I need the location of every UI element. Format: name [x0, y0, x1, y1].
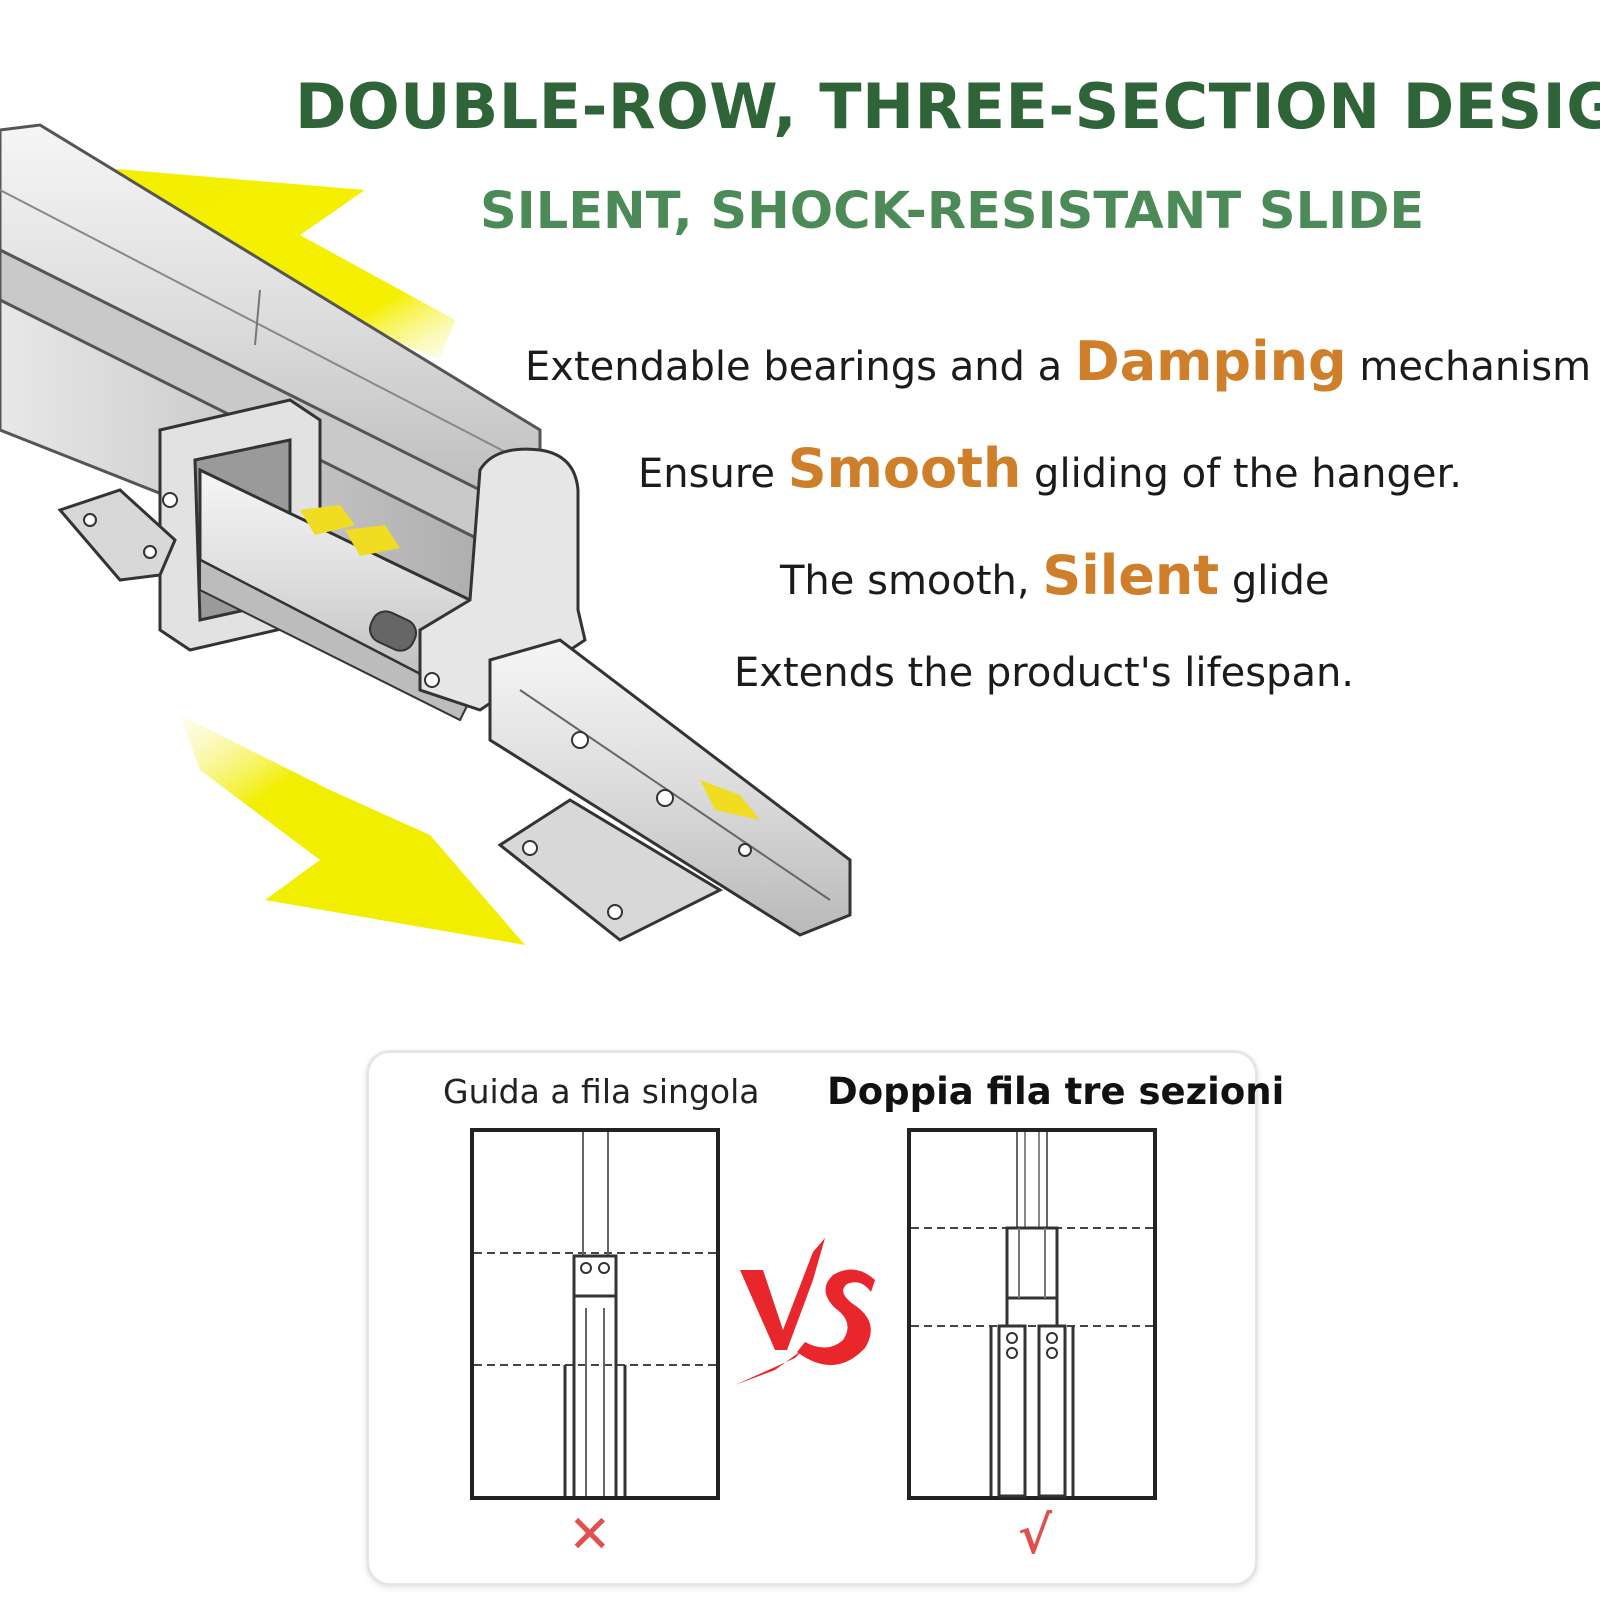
single-row-label: Guida a fila singola — [443, 1072, 760, 1111]
page-subtitle: SILENT, SHOCK-RESISTANT SLIDE — [480, 182, 1425, 241]
feature-text: mechanism — [1346, 344, 1592, 390]
feature-highlight: Smooth — [787, 437, 1022, 500]
inner-rail — [488, 638, 852, 937]
page-title: DOUBLE-ROW, THREE-SECTION DESIGN — [295, 70, 1600, 143]
feature-highlight: Damping — [1074, 330, 1347, 393]
drawer-slide-rail-illustration — [0, 123, 852, 945]
arrow-right-icon — [180, 715, 525, 945]
single-row-diagram — [470, 1128, 720, 1500]
feature-text: Extendable bearings and a — [525, 344, 1075, 390]
feature-text: Ensure — [638, 451, 788, 497]
double-row-diagram — [907, 1128, 1157, 1500]
foot-plate-left — [57, 488, 177, 582]
feature-line-smooth: Ensure Smooth gliding of the hanger. — [638, 437, 1462, 500]
double-row-label: Doppia fila tre sezioni — [827, 1070, 1285, 1113]
feature-text: glide — [1219, 558, 1330, 604]
feature-text: The smooth, — [780, 558, 1043, 604]
feature-highlight: Silent — [1042, 544, 1220, 607]
arrow-left-icon — [105, 168, 455, 360]
feature-line-silent: The smooth, Silent glide — [780, 544, 1329, 607]
feature-text: gliding of the hanger. — [1021, 451, 1462, 497]
cross-icon: ✕ — [568, 1505, 612, 1565]
check-icon: √ — [1018, 1505, 1053, 1566]
vs-icon: VS — [735, 1238, 875, 1385]
feature-line-damping: Extendable bearings and a Damping mechan… — [525, 330, 1591, 393]
middle-rail — [198, 467, 472, 722]
vs-text: VS — [810, 1319, 812, 1321]
feature-line-lifespan: Extends the product's lifespan. — [734, 650, 1355, 696]
foot-plate-right — [497, 798, 724, 942]
